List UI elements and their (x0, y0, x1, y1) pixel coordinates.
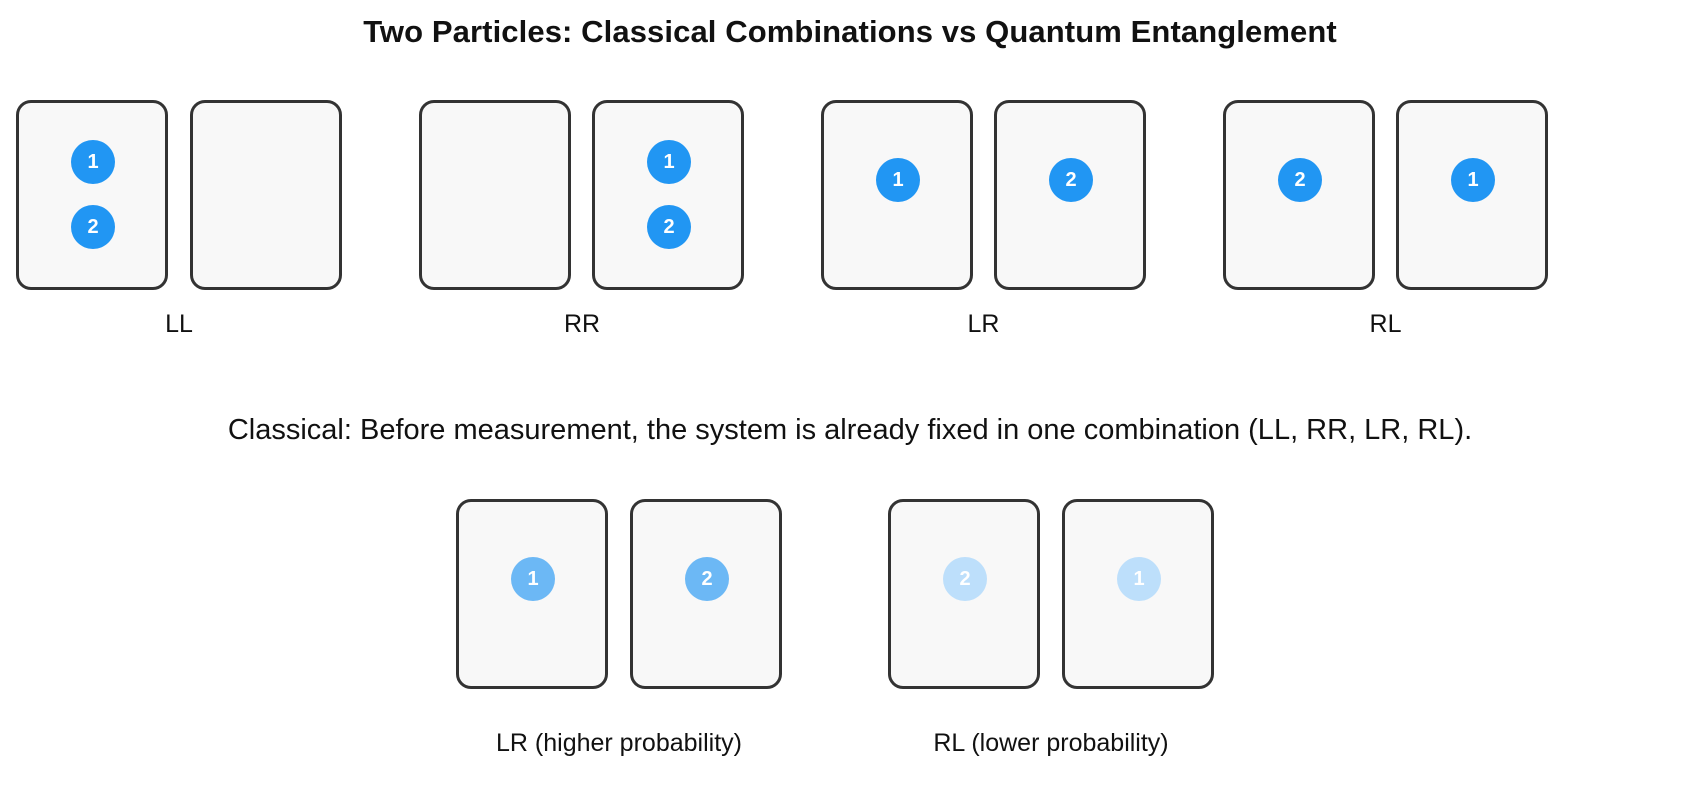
particle-quantum-rl-left-2: 2 (943, 557, 987, 601)
box-lr-right: 2 (994, 100, 1146, 290)
particle-rr-right-2: 2 (647, 205, 691, 249)
particle-quantum-lr-left-1: 1 (511, 557, 555, 601)
particle-rl-right-1: 1 (1451, 158, 1495, 202)
box-rr-right: 1 2 (592, 100, 744, 290)
box-rl-left: 2 (1223, 100, 1375, 290)
particle-ll-left-2: 2 (71, 205, 115, 249)
classical-caption: Classical: Before measurement, the syste… (227, 414, 1473, 446)
particle-lr-left-1: 1 (876, 158, 920, 202)
box-quantum-lr-right: 2 (630, 499, 782, 689)
particle-quantum-rl-right-1: 1 (1117, 557, 1161, 601)
particle-quantum-lr-right-2: 2 (685, 557, 729, 601)
box-ll-left: 1 2 (16, 100, 168, 290)
group-label-quantum-lr: LR (higher probability) (496, 729, 742, 757)
particle-lr-right-2: 2 (1049, 158, 1093, 202)
group-label-lr: LR (967, 310, 1000, 338)
particle-rl-left-2: 2 (1278, 158, 1322, 202)
box-rr-left (419, 100, 571, 290)
box-rl-right: 1 (1396, 100, 1548, 290)
group-label-quantum-rl: RL (lower probability) (933, 729, 1169, 757)
particle-rr-right-1: 1 (647, 140, 691, 184)
group-label-ll: LL (165, 310, 193, 338)
box-quantum-rl-left: 2 (888, 499, 1040, 689)
box-quantum-rl-right: 1 (1062, 499, 1214, 689)
page-title: Two Particles: Classical Combinations vs… (363, 14, 1337, 49)
box-ll-right (190, 100, 342, 290)
box-quantum-lr-left: 1 (456, 499, 608, 689)
particle-ll-left-1: 1 (71, 140, 115, 184)
group-label-rl: RL (1369, 310, 1402, 338)
group-label-rr: RR (563, 310, 601, 338)
box-lr-left: 1 (821, 100, 973, 290)
